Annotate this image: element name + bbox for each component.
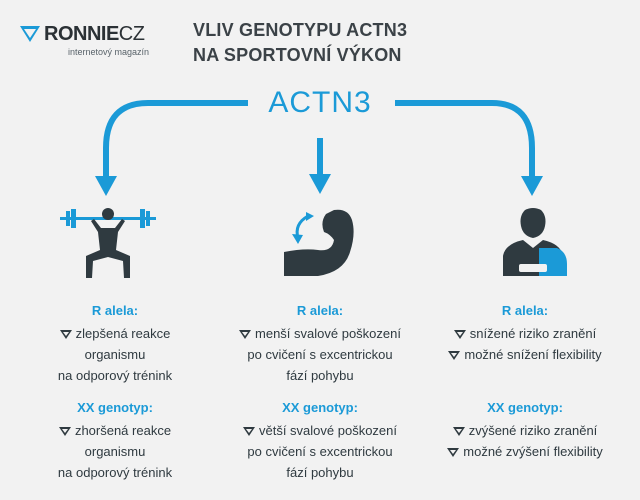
actn3-label: ACTN3	[268, 86, 372, 119]
barbell-squat-icon	[60, 208, 156, 278]
xx-genotype-text: zhoršená reakce organismu na odporový tr…	[57, 423, 173, 480]
arrow-left	[103, 100, 248, 180]
title-line-1: VLIV GENOTYPU ACTN3	[193, 20, 408, 40]
logo-arrow-icon	[20, 26, 40, 42]
bullet-arrow-icon	[447, 448, 460, 458]
xx-genotype-heading: XX genotyp:	[282, 400, 358, 415]
column-muscle-damage: R alela: menší svalové poškození po cvič…	[215, 303, 425, 483]
r-allele-heading: R alela:	[501, 303, 549, 318]
title-line-2: NA SPORTOVNÍ VÝKON	[193, 45, 402, 65]
logo: RONNIECZ internetový magazín	[20, 20, 180, 60]
arrow-right-head	[521, 176, 543, 196]
logo-wordmark: RONNIECZ	[44, 23, 145, 45]
arrow-center-head	[309, 174, 331, 194]
arrow-right	[395, 100, 535, 180]
bullet-arrow-icon	[448, 351, 461, 361]
r-allele-heading: R alela:	[296, 303, 344, 318]
flexed-arm-icon	[284, 209, 354, 276]
bullet-arrow-icon	[58, 427, 71, 437]
r-allele-text: menší svalové poškození po cvičení s exc…	[215, 323, 425, 386]
r-allele-text: snížené riziko zranění možné snížení fle…	[420, 323, 630, 365]
bullet-arrow-icon	[452, 427, 465, 437]
bullet-arrow-icon	[59, 330, 72, 340]
column-injury-risk: R alela: snížené riziko zranění možné sn…	[420, 303, 630, 462]
xx-genotype-heading: XX genotyp:	[487, 400, 563, 415]
r-allele-heading: R alela:	[91, 303, 139, 318]
xx-genotype-text: větší svalové poškození po cvičení s exc…	[215, 420, 425, 483]
xx-genotype-text: zvýšené riziko zranění možné zvýšení fle…	[420, 420, 630, 462]
bullet-arrow-icon	[239, 330, 252, 340]
column-strength: R alela: zlepšená reakce organismu na od…	[10, 303, 220, 483]
r-allele-text: zlepšená reakce organismu na odporový tr…	[57, 326, 173, 383]
page-title: VLIV GENOTYPU ACTN3 NA SPORTOVNÍ VÝKON	[193, 18, 407, 68]
logo-subtitle: internetový magazín	[68, 47, 150, 57]
arrow-left-head	[95, 176, 117, 196]
xx-genotype-heading: XX genotyp:	[77, 400, 153, 415]
shoulder-injury-icon	[503, 208, 567, 276]
bullet-arrow-icon	[242, 427, 255, 437]
bullet-arrow-icon	[453, 330, 466, 340]
